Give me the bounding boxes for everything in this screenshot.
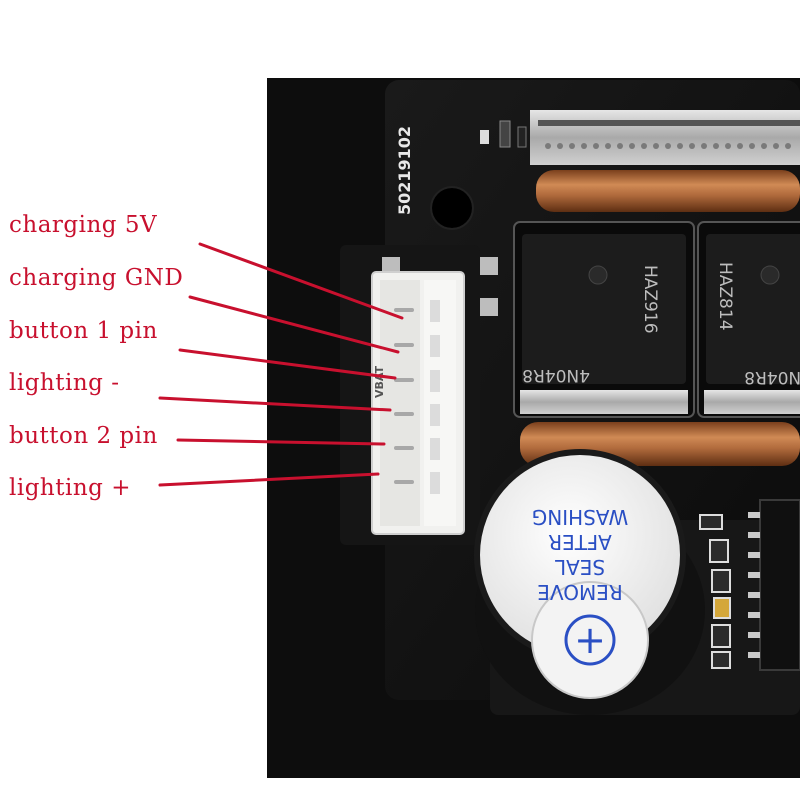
annotation-label: button 2 pin (9, 423, 158, 449)
copper-bar-top (536, 170, 800, 212)
pointer-lighting-plus (158, 472, 380, 487)
buzzer (474, 449, 705, 715)
pointer-button-1 (178, 348, 397, 380)
connector-mark: VBAT (373, 365, 386, 398)
smd-led (480, 130, 489, 144)
buzzer-seal-text: REMOVE SEAL AFTER WASHING (532, 505, 628, 604)
mosfet-right-code1: HAZ814 (715, 262, 735, 331)
mosfet-left: HAZ916 4N04R8 (513, 221, 695, 418)
mosfet-right-code2: 4N04R8 (744, 367, 800, 387)
ic-chip (748, 499, 800, 671)
pointer-charging-5v (198, 242, 404, 320)
smd-components (699, 514, 731, 669)
annotation-label: lighting + (9, 475, 131, 501)
buzzer-polarity: + (574, 618, 606, 662)
board-code: 50219102 (395, 126, 414, 215)
mosfet-left-code1: HAZ916 (640, 265, 660, 334)
metal-strip (530, 110, 800, 165)
mosfet-right: HAZ814 4N04R8 (697, 221, 800, 418)
seal-word-after: AFTER (548, 530, 612, 554)
smd-resistor (499, 120, 511, 148)
connector-pad (382, 257, 400, 275)
annotation-label: charging GND (9, 265, 184, 291)
pointer-button-2 (176, 438, 386, 446)
pointer-lighting-minus (158, 396, 392, 412)
mosfet-left-code2: 4N04R8 (522, 365, 590, 385)
annotation-lines (158, 242, 404, 487)
seal-word-washing: WASHING (532, 505, 628, 529)
annotation-label: charging 5V (9, 212, 158, 238)
seal-word-seal: SEAL (554, 555, 605, 579)
mounting-hole (430, 186, 474, 230)
jst-connector (371, 271, 465, 535)
annotation-label: lighting - (9, 370, 120, 396)
pointer-charging-gnd (188, 295, 400, 354)
annotation-label: button 1 pin (9, 318, 158, 344)
seal-word-remove: REMOVE (537, 580, 623, 604)
